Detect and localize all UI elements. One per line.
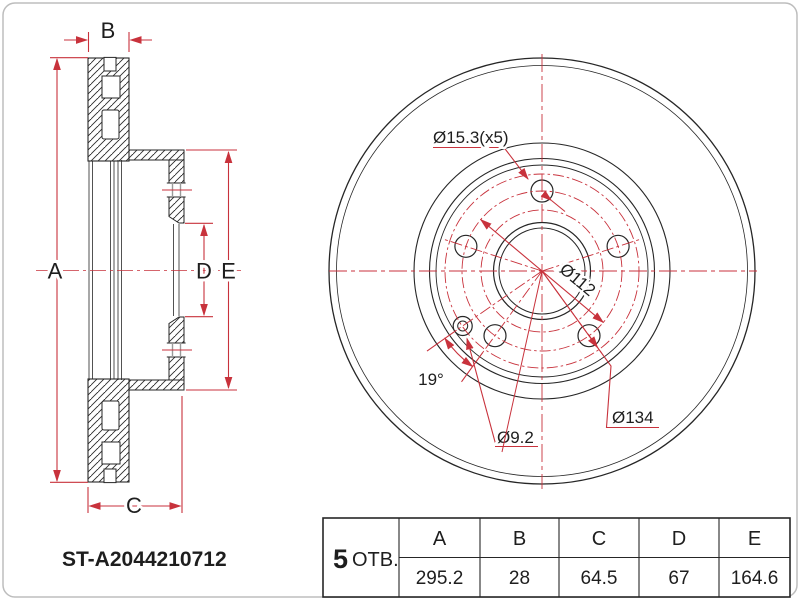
leader-outer-ring-dia [541, 270, 659, 429]
hat-wall-bottom [128, 379, 185, 391]
callout-screw-hole-dia: Ø9.2 [497, 428, 534, 447]
dim-b [64, 32, 152, 52]
table-header-b: B [513, 528, 526, 550]
dim-label-c: C [126, 493, 142, 518]
bolt-hole-upper-right [606, 234, 630, 258]
leader-line [501, 270, 543, 453]
vent-slot-od-top [103, 56, 117, 72]
screw-hole [452, 315, 473, 337]
table-header-d: D [672, 528, 686, 550]
leader-bolt-hole-dia-tail [540, 190, 566, 212]
dim-label-a: A [48, 259, 63, 284]
table-value-row: 295.2 28 64.5 67 164.6 [416, 568, 779, 589]
table-value-b: 28 [509, 568, 530, 589]
dim-screw-angle [426, 329, 484, 383]
dim-label-d: D [196, 259, 212, 284]
table-grid [398, 518, 790, 597]
vent-channel-top-2 [101, 109, 120, 140]
dim-a [50, 57, 88, 483]
flange-screw-hole-bottom [166, 342, 186, 358]
table-value-e: 164.6 [731, 568, 779, 589]
table-header-row: A B C D E [433, 528, 761, 550]
hat-wall-top [128, 149, 185, 161]
table-header-e: E [748, 528, 761, 550]
dim-d [185, 222, 213, 318]
bolt-hole-lower-left [483, 324, 507, 348]
callout-bolt-hole-dia: Ø15.3(x5) [433, 128, 509, 147]
callout-screw-hole-angle: 19° [418, 370, 444, 389]
visible-edges [88, 160, 180, 380]
dim-e [186, 149, 237, 391]
holes-word: ОТВ. [352, 549, 399, 571]
part-number: ST-A2044210712 [62, 548, 227, 571]
vent-slot-od-bottom [103, 468, 117, 484]
table-value-c: 64.5 [581, 568, 618, 589]
table-header-a: A [433, 528, 447, 550]
cross-section-view: A B C D E [36, 15, 242, 521]
leader-outer-ring-arrow [587, 333, 599, 349]
callout-outer-ring-dia: Ø134 [612, 408, 654, 427]
dimension-table: 5 ОТВ. A B C D E 295.2 28 64.5 67 164.6 [322, 517, 791, 598]
table-header-c: C [592, 528, 606, 550]
vent-channel-top-1 [101, 75, 121, 99]
leader-bolt-hole-dia [433, 146, 529, 180]
vent-channel-bottom-1 [101, 441, 121, 465]
bolt-hole-upper-left [454, 234, 478, 258]
holes-count: 5 [333, 544, 348, 574]
dim-label-b: B [101, 18, 116, 43]
vent-channel-bottom-2 [101, 400, 120, 431]
table-value-d: 67 [668, 568, 689, 589]
dim-c [87, 396, 183, 513]
table-value-a: 295.2 [416, 568, 464, 589]
dim-label-e: E [221, 259, 236, 284]
